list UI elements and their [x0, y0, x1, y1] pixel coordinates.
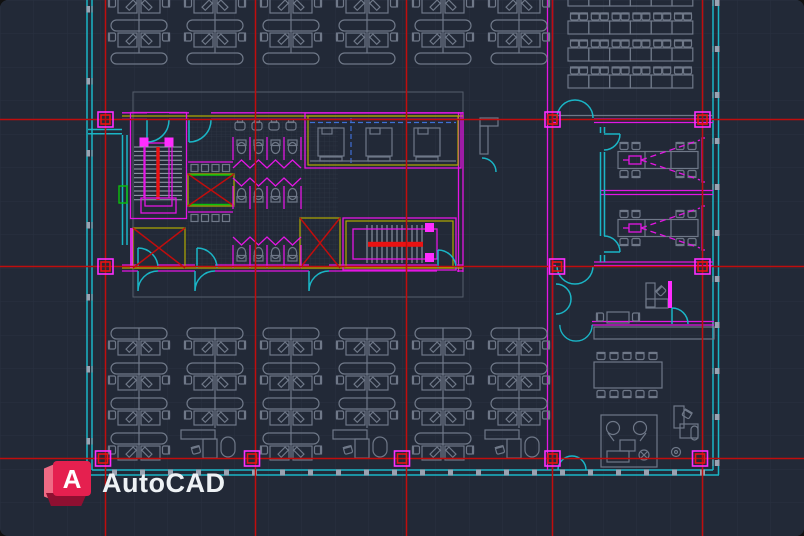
- door-arc: [188, 119, 212, 143]
- millwork-hatch: [593, 326, 715, 340]
- double-doors[interactable]: [555, 99, 594, 471]
- double-door-vertical: [555, 283, 572, 315]
- stair-direction-line: [368, 241, 423, 247]
- mullion-ticks-left: [86, 0, 93, 470]
- door-arc: [194, 270, 216, 292]
- stairwell-west[interactable]: [129, 111, 218, 269]
- conference-area[interactable]: [593, 351, 663, 399]
- curtain-wall-shell[interactable]: [86, 0, 720, 476]
- double-door-bottom: [557, 455, 587, 471]
- mullion-ticks-bottom: [92, 468, 712, 476]
- badge-front-face: A: [53, 461, 91, 496]
- autocad-logo: A AutoCAD: [44, 461, 225, 506]
- building-core[interactable]: [118, 111, 499, 292]
- elevator-southwest[interactable]: [130, 227, 186, 269]
- stairwell-east[interactable]: [342, 217, 457, 271]
- logo-wordmark: AutoCAD: [102, 468, 226, 498]
- elevator-east[interactable]: [299, 217, 341, 269]
- elevator-bank[interactable]: [304, 112, 462, 169]
- door-arc: [308, 270, 330, 292]
- elevator-center[interactable]: [187, 173, 235, 207]
- stair-direction-line: [156, 147, 160, 200]
- restroom-stalls[interactable]: [188, 118, 301, 269]
- door-arc: [603, 235, 621, 253]
- door-arc: [437, 249, 457, 269]
- corner-desk[interactable]: [670, 405, 699, 458]
- washbasins: [188, 161, 233, 223]
- badge-letter: A: [62, 463, 82, 494]
- private-office[interactable]: [595, 281, 689, 325]
- kitchenette[interactable]: [479, 117, 499, 173]
- door-arc: [671, 307, 689, 325]
- door-arc: [196, 247, 218, 269]
- lounge-area[interactable]: [600, 414, 658, 468]
- mullion-ticks-right: [712, 0, 720, 468]
- door-arc: [603, 133, 621, 151]
- badge-bottom-face: [46, 493, 87, 506]
- autocad-badge-icon: A: [44, 461, 91, 506]
- door-arc: [137, 270, 159, 292]
